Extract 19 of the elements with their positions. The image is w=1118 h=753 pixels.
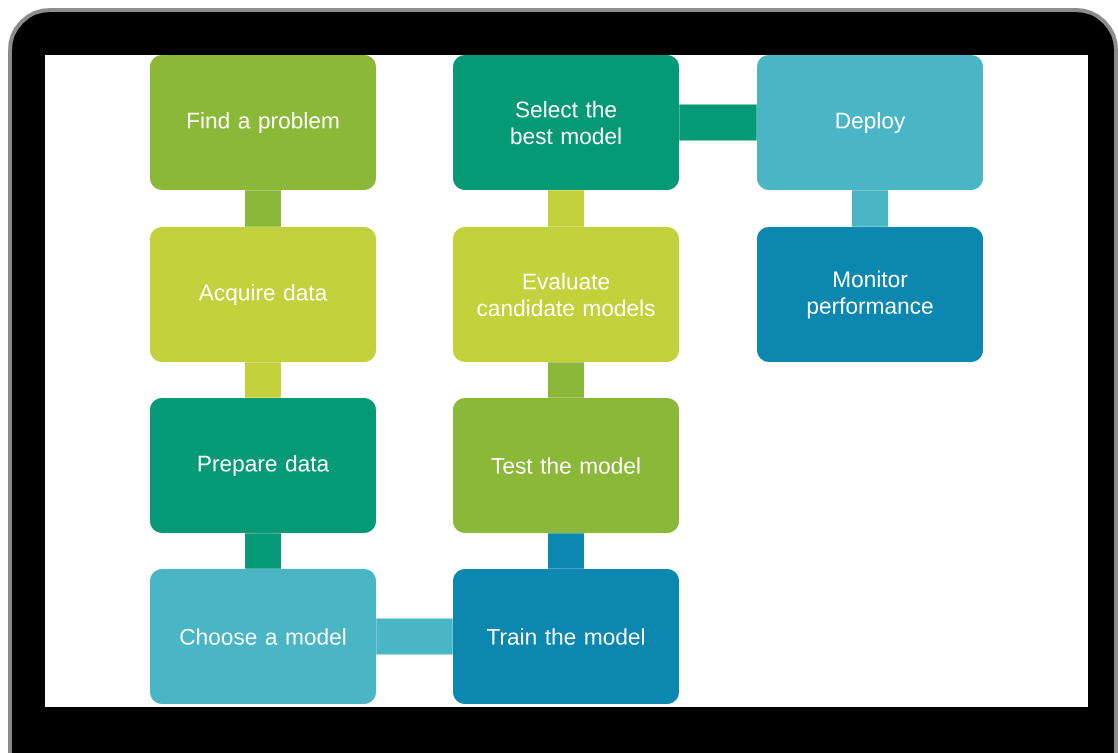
- connector-bar: [245, 190, 281, 227]
- process-box: Select the best model: [453, 55, 679, 190]
- process-box: Deploy: [757, 55, 983, 190]
- connector-bar: [548, 533, 584, 569]
- process-box: Prepare data: [150, 398, 376, 533]
- connector-bar: [376, 618, 453, 655]
- connector-bar: [245, 362, 281, 398]
- process-box: Train the model: [453, 569, 679, 704]
- connector-bar: [852, 190, 888, 227]
- process-box: Evaluate candidate models: [453, 227, 679, 362]
- process-box: Find a problem: [150, 55, 376, 190]
- process-box: Acquire data: [150, 227, 376, 362]
- process-box: Choose a model: [150, 569, 376, 704]
- connector-bar: [548, 362, 584, 398]
- connector-bar: [679, 104, 757, 141]
- process-box: Monitor performance: [757, 227, 983, 362]
- connector-bar: [245, 533, 281, 569]
- process-box: Test the model: [453, 398, 679, 533]
- connector-bar: [548, 190, 584, 227]
